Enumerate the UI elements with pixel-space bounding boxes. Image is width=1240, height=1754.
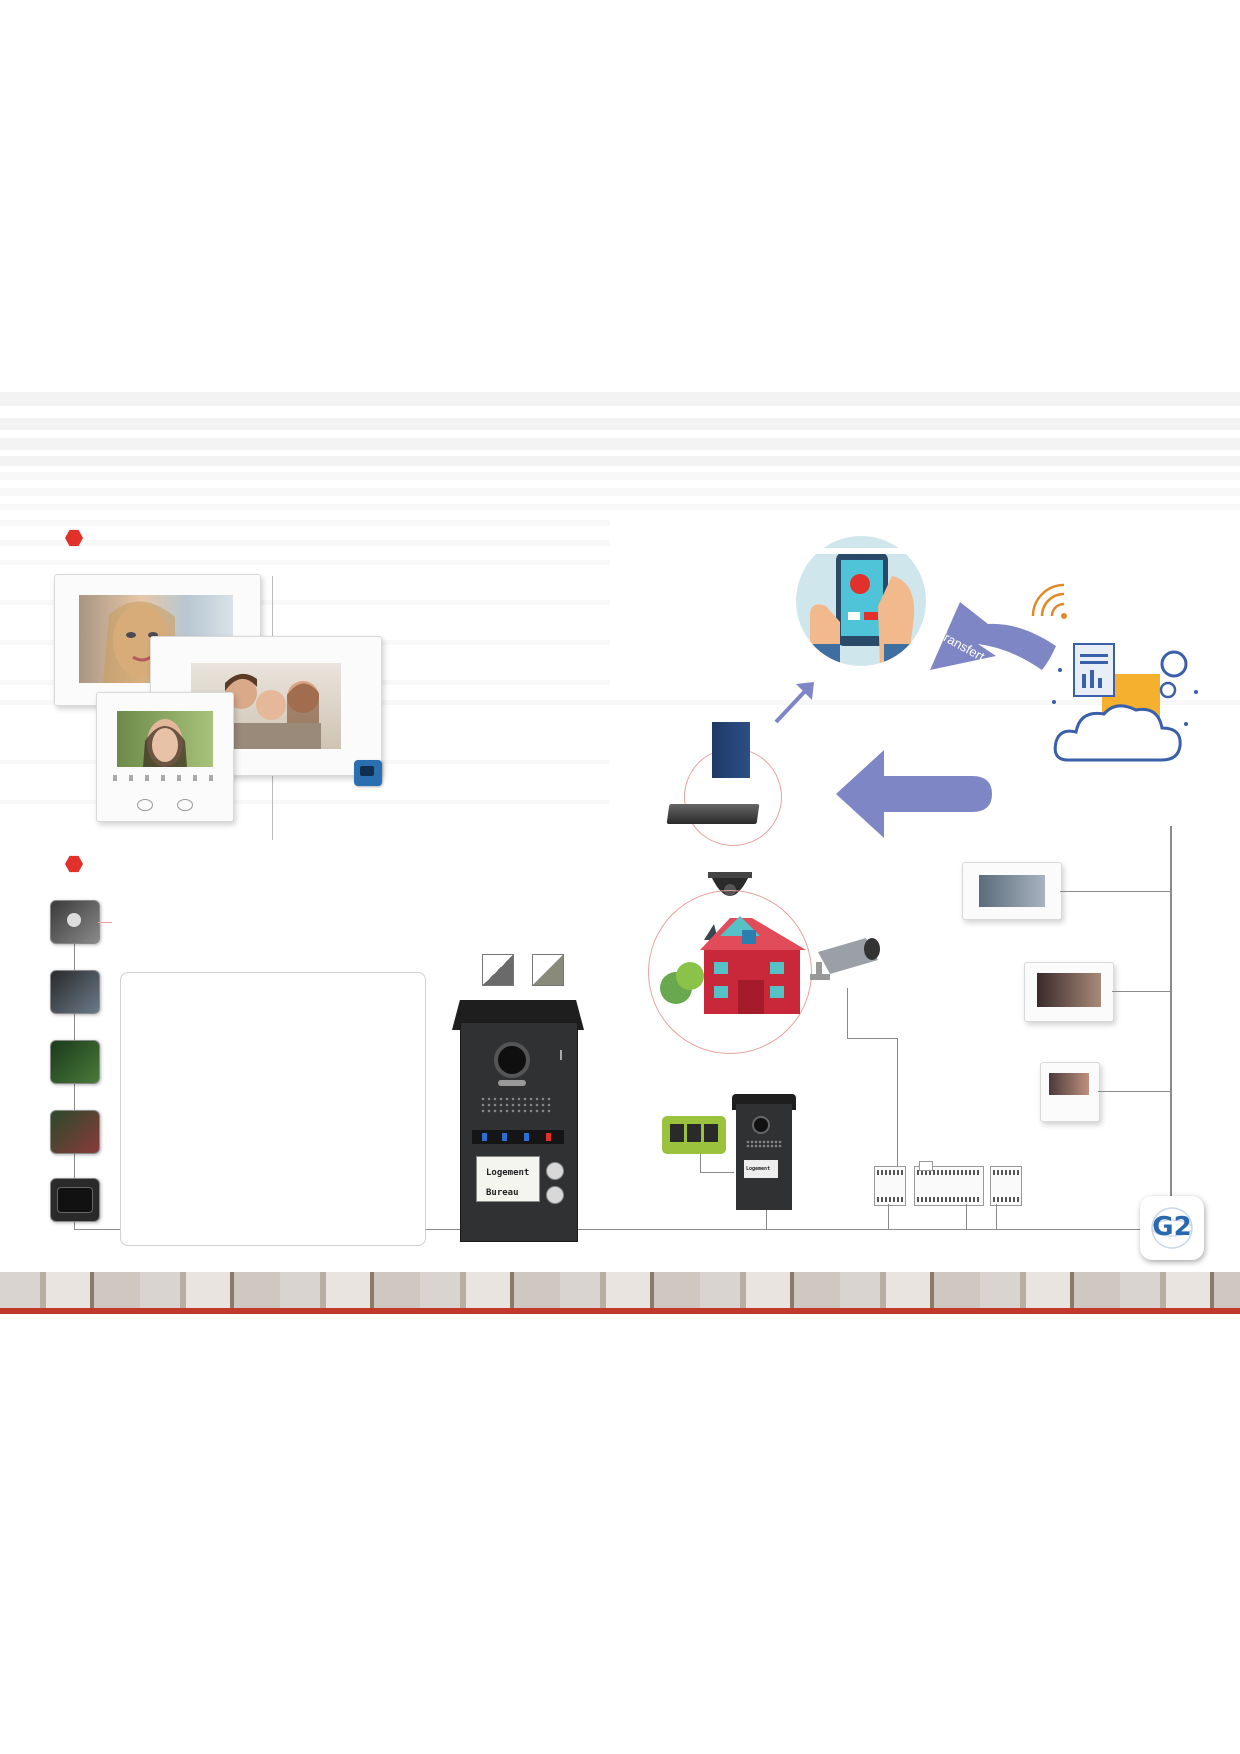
info-box: [120, 972, 426, 1246]
door-panel: Logement Bureau: [452, 1000, 584, 1242]
section-marker-1: [65, 529, 83, 547]
logo-text: G2: [1152, 1212, 1192, 1242]
bus-vertical: [1170, 826, 1172, 1230]
g2-logo-icon: G2: [1140, 1196, 1204, 1260]
din-module-3: [990, 1166, 1022, 1206]
video-recorder: [666, 804, 760, 824]
call-button: [137, 799, 153, 811]
bg-stripe-8: [0, 520, 610, 526]
bg-stripe-3: [0, 438, 1240, 450]
monitor-right-3: [1040, 1062, 1100, 1122]
monitor-screen-2: [191, 663, 341, 749]
small-arrow: [774, 682, 814, 724]
smartphone-icon: [796, 536, 926, 666]
section-marker-2: [65, 855, 83, 873]
label-wire-h: [700, 1172, 734, 1173]
name-tag-bottom: Bureau: [486, 1188, 519, 1198]
camera-wire-h: [847, 1038, 897, 1039]
wifi-signal-icon: [1031, 583, 1067, 619]
bg-stripe-4: [0, 456, 1240, 466]
bus-monitor-2: [1112, 991, 1170, 992]
bus-horizontal: [74, 1229, 1172, 1230]
call-button-bottom[interactable]: [546, 1186, 564, 1204]
thumb-camera-module: [50, 900, 100, 944]
din-module-2: [914, 1161, 984, 1206]
cloud-data-icon: [1052, 643, 1198, 762]
thumb-display: [50, 1178, 100, 1222]
key-button: [177, 799, 193, 811]
bg-stripe-1: [0, 392, 1240, 406]
module-wire-2: [966, 1204, 967, 1230]
monitor-right-1-screen: [979, 875, 1045, 907]
call-button-top[interactable]: [546, 1162, 564, 1180]
status-leds: [472, 1130, 564, 1144]
module-wire-1: [888, 1204, 889, 1230]
bg-stripe-11: [0, 600, 610, 605]
thumb-connector: [98, 922, 112, 923]
bg-stripe-16: [0, 800, 610, 804]
thumb-pcb-2: [50, 1040, 100, 1084]
small-panel-wire: [766, 1210, 767, 1230]
group-photo: [221, 673, 321, 749]
monitor-screen-3: [117, 711, 213, 767]
small-door-panel: Logement: [732, 1094, 796, 1210]
monitor-button-row: [113, 775, 217, 781]
house-circle: [648, 890, 812, 1054]
camera-wire-v2: [897, 1038, 898, 1166]
gsm-arrow: [930, 602, 1056, 670]
green-label: [662, 1116, 726, 1154]
panel-camera-lens: [494, 1042, 530, 1078]
name-card: [476, 1156, 540, 1202]
monitor-right-2-screen: [1037, 973, 1101, 1007]
bottom-rule: [0, 1308, 1240, 1314]
bg-stripe-6: [0, 488, 1240, 496]
bus-monitor-1: [1060, 891, 1170, 892]
bus-monitor-3: [1098, 1091, 1170, 1092]
monitor-right-3-screen: [1049, 1073, 1089, 1095]
bullet-camera-icon: [810, 938, 880, 980]
phone-circle-bar: [796, 548, 926, 554]
speaker-grille: [480, 1096, 552, 1114]
monitor-compact: [96, 692, 234, 822]
monitor-right-2: [1024, 962, 1114, 1022]
module-wire-3: [996, 1204, 997, 1230]
swatch-dark: [482, 954, 514, 986]
bg-stripe-2: [0, 418, 1240, 430]
bg-stripe-7: [0, 504, 1240, 510]
din-module-1: [874, 1166, 906, 1206]
bottom-photo-band: [0, 1272, 1240, 1308]
bg-stripe-14: [0, 700, 1240, 705]
face-image-2: [143, 719, 187, 767]
big-arrow: [836, 750, 992, 838]
tactile-badge-icon: [354, 760, 382, 786]
label-wire: [700, 1152, 701, 1172]
bg-stripe-10: [0, 560, 610, 565]
bg-stripe-9: [0, 540, 610, 546]
house-icon: [660, 916, 806, 1014]
bg-stripe-5: [0, 472, 1240, 480]
camera-wire-v: [847, 988, 848, 1038]
gsm-module: [712, 722, 750, 778]
thumb-pcb-1: [50, 970, 100, 1014]
name-tag-top: Logement: [486, 1168, 530, 1178]
monitor-right-1: [962, 862, 1062, 920]
small-name-tag: Logement: [746, 1166, 771, 1172]
swatch-light: [532, 954, 564, 986]
thumb-pcb-3: [50, 1110, 100, 1154]
